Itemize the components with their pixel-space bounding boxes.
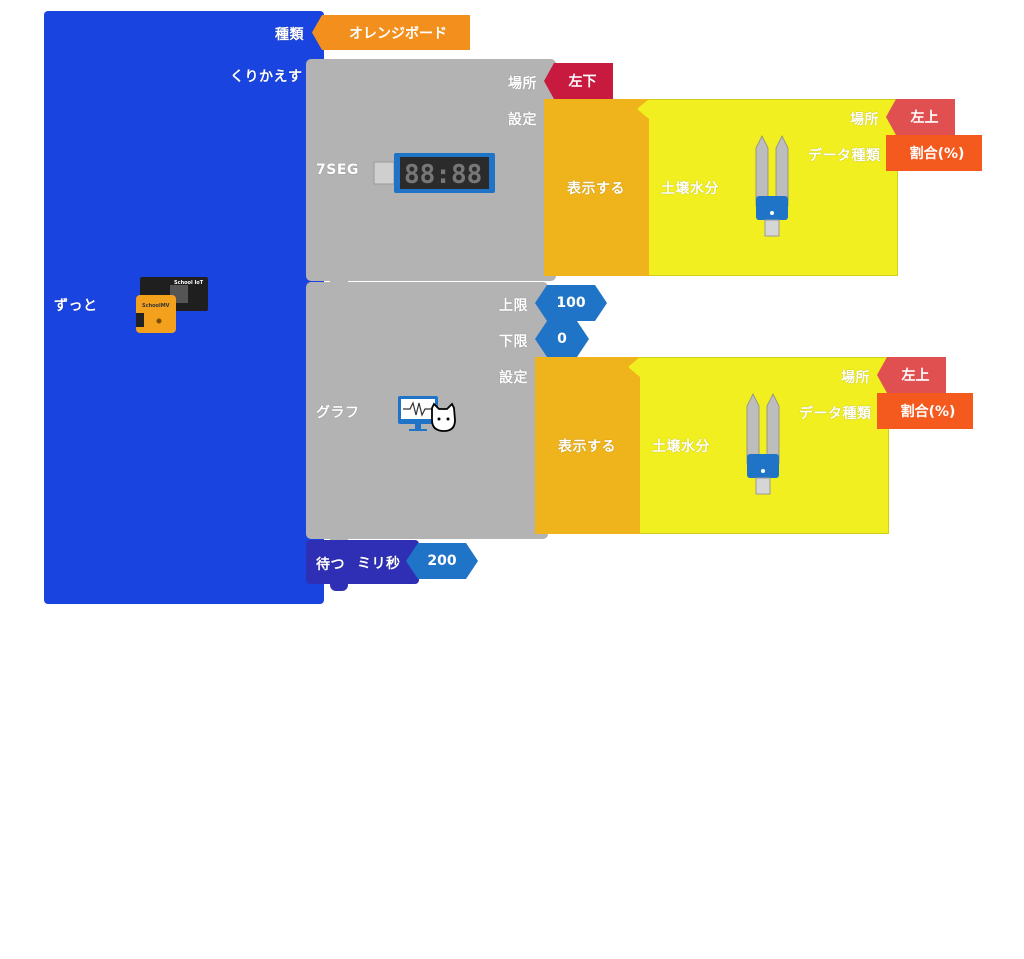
graph-soil-location-label: 場所 (841, 370, 870, 386)
seg7-display-label: 表示する (567, 181, 625, 197)
seg7-soil-location-dropdown[interactable]: 左上 (886, 99, 955, 135)
graph-display-label: 表示する (558, 439, 616, 455)
graph-soil-location-dropdown[interactable]: 左上 (877, 357, 946, 393)
wait-unit-label: ミリ秒 (357, 556, 401, 572)
seg7-soil-location-label: 場所 (850, 112, 879, 128)
seg7-setting-label: 設定 (508, 112, 537, 128)
graph-monitor-icon (398, 396, 456, 432)
graph-lower-input[interactable]: 0 (535, 321, 589, 357)
forever-label: ずっと (54, 298, 98, 314)
seg7-soil-datatype-label: データ種類 (808, 148, 881, 164)
seg7-soil-label: 土壌水分 (661, 181, 719, 197)
schoolmv-board-icon: School IoT SchoolMV (136, 277, 208, 333)
board-type-value: オレンジボード (349, 25, 447, 42)
wait-ms-value: 200 (427, 553, 457, 569)
seg7-location-value: 左下 (568, 74, 597, 90)
graph-display-block[interactable] (535, 357, 641, 534)
graph-lower-label: 下限 (499, 334, 528, 350)
graph-upper-value: 100 (556, 295, 586, 311)
wait-ms-input[interactable]: 200 (406, 543, 478, 579)
svg-text:School IoT: School IoT (174, 280, 204, 286)
seg7-location-dropdown[interactable]: 左下 (544, 63, 613, 99)
board-type-dropdown[interactable]: オレンジボード (312, 15, 470, 50)
graph-soil-datatype-label: データ種類 (799, 406, 872, 422)
seg7-location-label: 場所 (508, 76, 537, 92)
board-type-label: 種類 (275, 27, 304, 43)
wait-block[interactable] (306, 540, 419, 584)
seg7-soil-location-value: 左上 (910, 110, 939, 126)
seg7-soil-datatype-value: 割合(%) (909, 146, 965, 162)
seven-segment-display-icon: 88:88 (373, 153, 495, 193)
graph-soil-datatype-value: 割合(%) (900, 404, 956, 420)
graph-soil-location-value: 左上 (901, 368, 930, 384)
wait-label: 待つ (316, 557, 345, 573)
seg7-display-block[interactable] (544, 99, 650, 276)
soil-moisture-sensor-icon (746, 393, 780, 495)
seg7-soil-datatype-dropdown[interactable]: 割合(%) (886, 135, 982, 171)
repeat-label: くりかえす (230, 69, 303, 85)
graph-soil-label: 土壌水分 (652, 439, 710, 455)
wait-notch (330, 584, 348, 591)
graph-soil-datatype-dropdown[interactable]: 割合(%) (877, 393, 973, 429)
graph-upper-label: 上限 (499, 298, 528, 314)
graph-upper-input[interactable]: 100 (535, 285, 607, 321)
svg-text:88:88: 88:88 (404, 160, 482, 190)
seg7-label: 7SEG (316, 162, 359, 178)
svg-text:SchoolMV: SchoolMV (142, 303, 170, 309)
graph-lower-value: 0 (557, 331, 567, 347)
graph-label: グラフ (316, 405, 360, 421)
soil-moisture-sensor-icon (755, 135, 789, 237)
graph-setting-label: 設定 (499, 370, 528, 386)
